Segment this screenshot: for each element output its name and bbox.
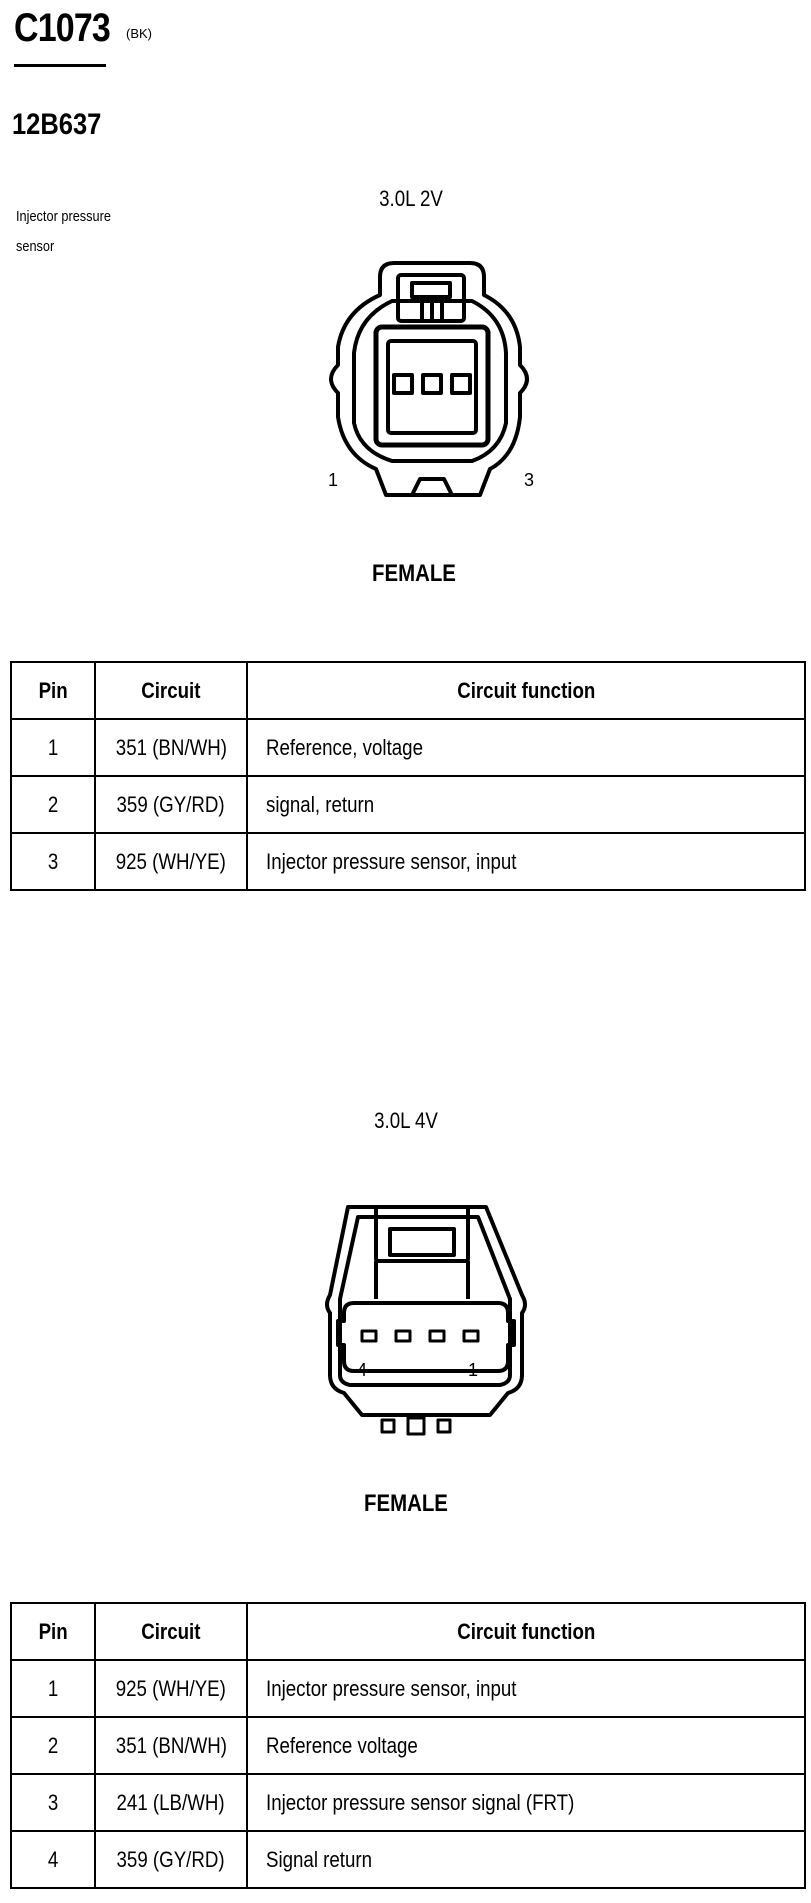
pin-label-right-2v: 3 [524,470,535,490]
terminal-2 [428,1329,446,1343]
table-header-row: Pin Circuit Circuit function [10,1602,806,1661]
table-row: 3 925 (WH/YE) Injector pressure sensor, … [10,832,806,891]
cell-circuit-function: Injector pressure sensor, input [246,1659,806,1718]
cell-pin: 4 [10,1830,96,1889]
connector-face-2v [329,261,529,497]
terminal-4 [360,1329,378,1343]
bottom-tab-1 [380,1418,396,1434]
cell-pin: 2 [10,775,96,834]
housing-inner-outline [352,299,508,463]
table-row: 1 925 (WH/YE) Injector pressure sensor, … [10,1659,806,1718]
latch-tab [410,281,452,299]
header-circuit-function: Circuit function [246,1602,806,1661]
bottom-key [410,477,454,496]
bottom-tab-2 [406,1416,426,1436]
variant-label-4v: 3.0L 4V [374,1108,438,1133]
header-pin: Pin [10,1602,96,1661]
header-circuit: Circuit [94,661,248,720]
terminal-2 [421,373,443,395]
connector-id: C1073 [14,6,111,50]
pin-label-right-4v: 1 [468,1360,479,1380]
latch-tab [388,1227,456,1257]
cell-pin: 1 [10,718,96,777]
connector-id-underline [14,64,106,67]
description-line-1: Injector pressure [16,208,111,225]
terminal-3 [450,373,472,395]
pin-label-left-2v: 1 [328,470,339,490]
terminal-1 [462,1329,480,1343]
connector-color: (BK) [126,26,152,41]
pinout-table-2v: Pin Circuit Circuit function 1 351 (BN/W… [10,661,806,891]
terminal-block-outer [373,324,491,448]
part-number: 12B637 [12,108,102,141]
table-row: 2 359 (GY/RD) signal, return [10,775,806,834]
cell-circuit-function: Injector pressure sensor, input [246,832,806,891]
cell-circuit-function: Injector pressure sensor signal (FRT) [246,1773,806,1832]
header-pin: Pin [10,661,96,720]
gender-label-4v: FEMALE [364,1490,448,1517]
cell-circuit-function: Signal return [246,1830,806,1889]
cell-circuit-function: Reference voltage [246,1716,806,1775]
cell-circuit: 925 (WH/YE) [94,832,248,891]
latch [374,1205,470,1263]
header-circuit: Circuit [94,1602,248,1661]
cell-circuit: 359 (GY/RD) [94,775,248,834]
cell-pin: 2 [10,1716,96,1775]
table-row: 2 351 (BN/WH) Reference voltage [10,1716,806,1775]
housing-outline [329,261,529,497]
cell-circuit: 925 (WH/YE) [94,1659,248,1718]
terminal-1 [392,373,414,395]
cell-circuit-function: signal, return [246,775,806,834]
cell-circuit: 351 (BN/WH) [94,1716,248,1775]
bottom-tab-3 [436,1418,452,1434]
table-row: 3 241 (LB/WH) Injector pressure sensor s… [10,1773,806,1832]
terminal-block-inner [386,339,478,435]
cell-circuit: 359 (GY/RD) [94,1830,248,1889]
cell-pin: 1 [10,1659,96,1718]
connector-face-4v [325,1205,527,1436]
terminal-3 [394,1329,412,1343]
pin-label-left-4v: 4 [357,1360,368,1380]
variant-label-2v: 3.0L 2V [379,186,443,211]
gender-label-2v: FEMALE [372,560,456,587]
housing-outline [325,1205,527,1417]
table-row: 4 359 (GY/RD) Signal return [10,1830,806,1889]
table-header-row: Pin Circuit Circuit function [10,661,806,720]
header-circuit-function: Circuit function [246,661,806,720]
terminal-block [336,1301,516,1373]
cell-circuit-function: Reference, voltage [246,718,806,777]
housing-inner-outline [338,1215,512,1387]
table-row: 1 351 (BN/WH) Reference, voltage [10,718,806,777]
description-line-2: sensor [16,238,55,255]
pinout-table-4v: Pin Circuit Circuit function 1 925 (WH/Y… [10,1602,806,1889]
cell-pin: 3 [10,1773,96,1832]
cell-circuit: 351 (BN/WH) [94,718,248,777]
connector-description: Injector pressure sensor [16,202,135,262]
cell-circuit: 241 (LB/WH) [94,1773,248,1832]
cell-pin: 3 [10,832,96,891]
